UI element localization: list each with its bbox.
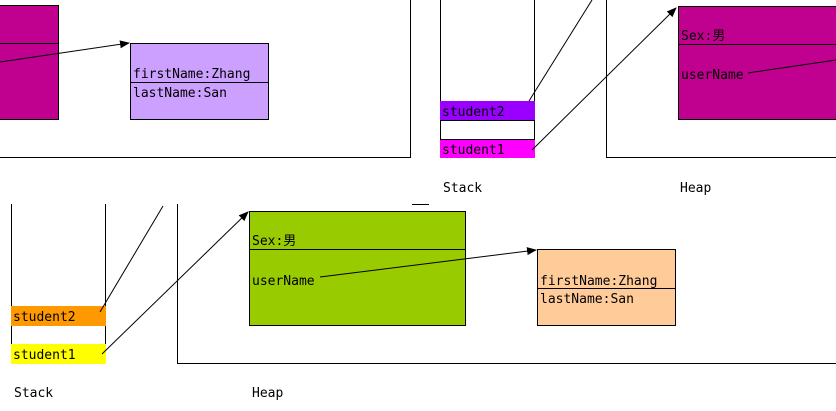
bottom-student1-arrow xyxy=(101,211,249,355)
top-stack-student1-text: student1 xyxy=(442,143,505,158)
bottom-stack-student2-text: student2 xyxy=(13,310,76,325)
top-left-heap-frame xyxy=(0,0,411,158)
top-heap-frame xyxy=(606,0,836,158)
top-heap-caption: Heap xyxy=(680,181,712,196)
top-student1-arrow xyxy=(531,7,677,151)
bottom-stack-student1-text: student1 xyxy=(13,348,76,363)
top-stack-student2-cell: student2 xyxy=(440,101,535,121)
bottom-first-name-text: firstName:Zhang xyxy=(540,274,658,289)
bottom-heap-frame xyxy=(177,204,836,364)
top-heap-username-text: userName xyxy=(681,68,744,83)
top-heap-sex-text: Sex:男 xyxy=(681,29,726,44)
stray-dash xyxy=(412,204,429,205)
top-username-line xyxy=(747,59,836,74)
bottom-heap-username-text: userName xyxy=(252,274,315,289)
bottom-last-name-text: lastName:San xyxy=(540,292,634,307)
top-stack-student1-cell: student1 xyxy=(440,139,535,158)
bottom-heap-sex-text: Sex:男 xyxy=(252,234,297,249)
bottom-name-object-box: firstName:Zhang lastName:San xyxy=(537,249,676,326)
top-first-name-text: firstName:Zhang xyxy=(133,67,251,82)
bottom-heap-caption: Heap xyxy=(252,386,284,401)
top-last-name-text: lastName:San xyxy=(133,86,227,101)
bottom-student2-line xyxy=(99,205,164,313)
bottom-stack-student1-cell: student1 xyxy=(11,344,106,364)
top-magenta-person-object: Sex:男 userName xyxy=(678,6,836,120)
top-name-object-box: firstName:Zhang lastName:San xyxy=(130,43,269,120)
bottom-green-person-object: Sex:男 userName xyxy=(249,211,466,326)
bottom-stack-student2-cell: student2 xyxy=(11,306,106,326)
top-stack-student2-text: student2 xyxy=(442,105,505,120)
top-student2-line xyxy=(528,0,593,102)
bottom-username-arrow xyxy=(319,247,537,278)
top-stack-caption: Stack xyxy=(443,181,483,196)
top-partial-magenta-object xyxy=(0,5,59,120)
bottom-stack-caption: Stack xyxy=(14,386,54,401)
top-arrow-to-name-box xyxy=(0,40,130,63)
